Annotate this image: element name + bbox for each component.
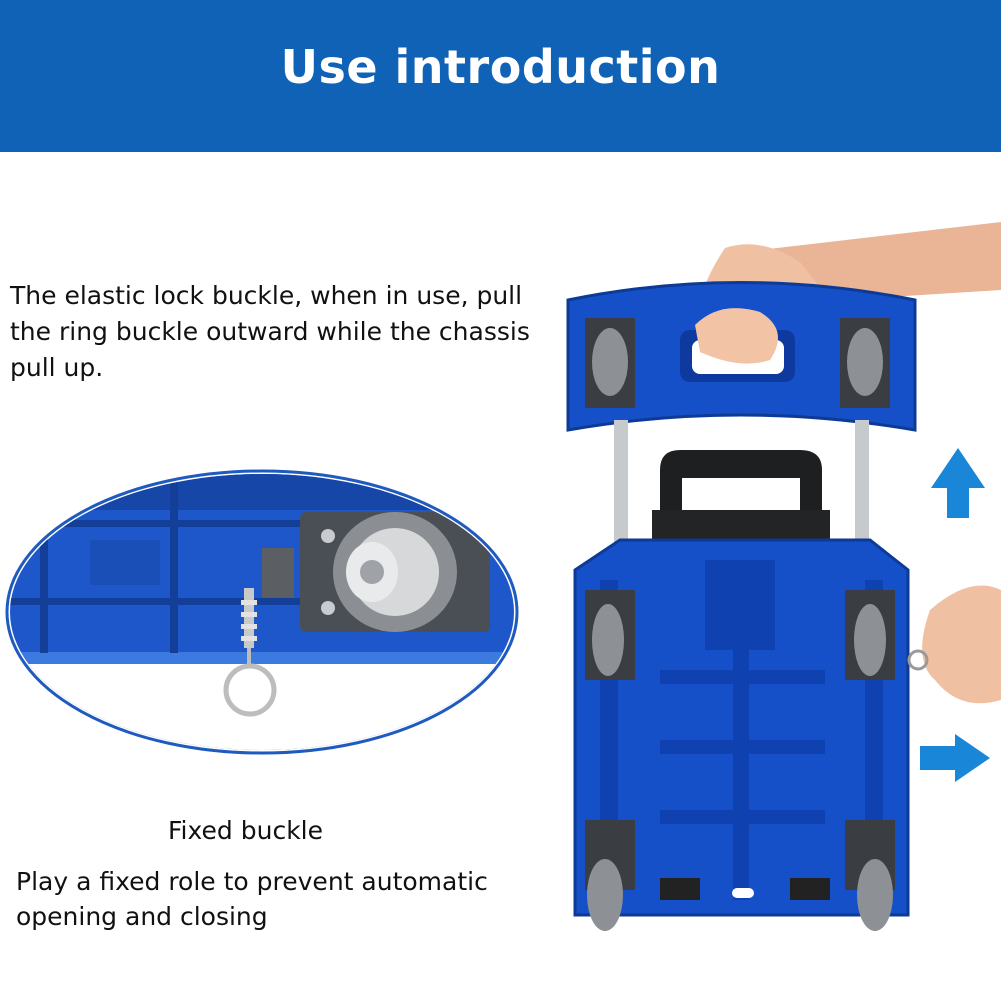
cart-handle xyxy=(652,450,830,550)
cart-top-platform xyxy=(566,281,917,432)
page-title: Use introduction xyxy=(280,40,721,94)
fixed-buckle-description: Play a fixed role to prevent automatic o… xyxy=(16,867,488,931)
fixed-buckle-title: Fixed buckle xyxy=(168,816,323,845)
buckle-closeup xyxy=(5,469,519,755)
lock-buckle-description: The elastic lock buckle, when in use, pu… xyxy=(10,281,530,382)
header-banner: Use introduction xyxy=(0,0,1001,152)
cart-pole-left xyxy=(614,420,628,570)
cart-base xyxy=(573,538,910,931)
arrow-right-icon xyxy=(920,734,990,782)
hand-right xyxy=(907,585,1001,704)
arrow-up-icon xyxy=(931,448,985,518)
cart-pole-right xyxy=(855,420,869,570)
